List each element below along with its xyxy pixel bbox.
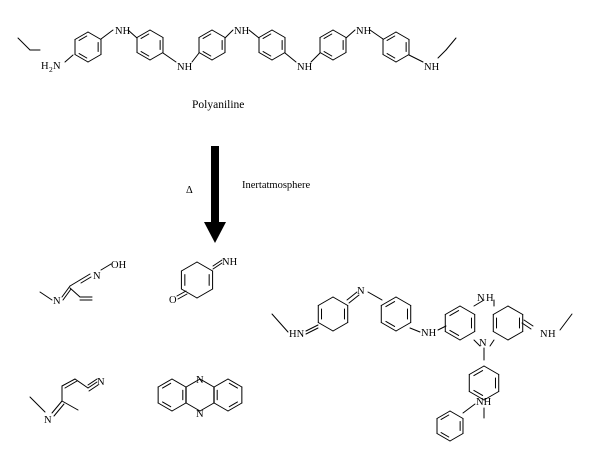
cross-ring-4: [492, 305, 524, 341]
cross-bridge-nh-h: H: [486, 293, 494, 304]
phenazine: N N: [157, 375, 243, 420]
nh-label-3: NH: [234, 26, 250, 37]
pani-ring-6: [382, 31, 410, 63]
cross-ring-3: [444, 305, 476, 341]
fragment3-nitrile-n: N: [97, 377, 105, 388]
bqi-ring-hex: [180, 261, 214, 299]
cross-nh-2: NH: [476, 397, 492, 408]
crosslinked-structure: HN N NH N H N N H NH: [271, 286, 573, 442]
phenazine-ring-left: [157, 378, 187, 412]
cross-ring-terminal: [436, 410, 464, 442]
cross-ring-quinoid: [317, 296, 349, 332]
pani-ring-3: [198, 29, 226, 61]
nh-label-5: NH: [356, 26, 372, 37]
reaction-arrow: [204, 146, 226, 243]
cross-imine-h: H: [548, 329, 556, 340]
cross-ring-2: [380, 296, 412, 332]
pani-ring-1: [74, 31, 102, 63]
h2n-n: N: [53, 61, 61, 72]
polyaniline-structure: H 2 N NH NH NH NH NH NH: [17, 26, 457, 74]
h2n-h: H: [41, 61, 49, 72]
nh-label-2: NH: [177, 62, 193, 73]
condition-label: Inertatmosphere: [242, 180, 311, 191]
cross-ring-pendant: [468, 365, 500, 401]
fragment1-n: N: [53, 296, 61, 307]
bqi-o: O: [169, 295, 177, 306]
cross-bridge-n: N: [479, 338, 487, 349]
heat-symbol: Δ: [186, 185, 193, 196]
polymer-name-label: Polyaniline: [192, 99, 244, 111]
pani-ring-5: [319, 29, 347, 61]
cross-imine-n: N: [540, 329, 548, 340]
pani-ring-2: [136, 29, 164, 61]
cross-azo-n: N: [357, 286, 365, 297]
fragment1-oxime-n: N: [93, 271, 101, 282]
cross-bridge-nh-n: N: [477, 293, 485, 304]
fragment1-oh: OH: [111, 260, 127, 271]
h2n-subscript: 2: [49, 65, 53, 74]
cross-nh-1: NH: [421, 328, 437, 339]
nh-label-6: NH: [424, 62, 440, 73]
nh-label-1: NH: [115, 26, 131, 37]
benzoquinone-imine: NH O: [169, 257, 238, 306]
imine-oxime-fragment: N N OH: [39, 260, 127, 307]
pani-ring-4: [258, 29, 286, 61]
nitrile-fragment: N N: [29, 377, 105, 426]
cross-hn: HN: [289, 329, 305, 340]
nh-label-4: NH: [297, 62, 313, 73]
phenazine-n-bottom: N: [196, 409, 204, 420]
phenazine-n-top: N: [196, 375, 204, 386]
fragment3-n: N: [44, 415, 52, 426]
bqi-nh: NH: [222, 257, 238, 268]
phenazine-ring-right: [213, 378, 243, 412]
